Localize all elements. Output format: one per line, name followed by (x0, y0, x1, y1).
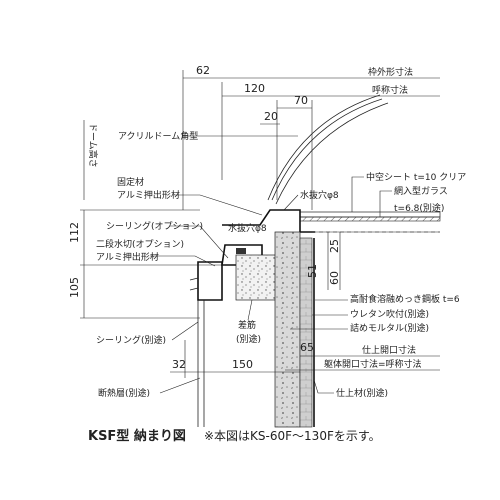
frame-outer-dimension-label: 枠外形寸法 (368, 66, 413, 78)
dim-70: 70 (294, 94, 308, 107)
callouts: アクリルドーム角型 固定材 アルミ押出形材 水抜穴φ8 シーリング(オプション)… (96, 130, 466, 346)
aluminium-extrusion-label-1: アルミ押出形材 (117, 189, 180, 201)
left-dimensions: 112 105 (68, 209, 225, 319)
hollow-sheet-label: 中空シート t=10 クリア (366, 171, 466, 183)
insulation-label: 断熱層(別途) (98, 387, 150, 399)
two-stage-drip-label: 二段水切(オプション) (96, 238, 184, 250)
sealing-option-label: シーリング(オプション) (106, 220, 203, 232)
nominal-dimension-label: 呼称寸法 (372, 84, 408, 96)
dim-150: 150 (232, 358, 253, 371)
dome-height-label: ドーム高さ (87, 123, 99, 168)
rebar-separate-label: (別途) (236, 333, 261, 345)
dim-120: 120 (244, 82, 265, 95)
acrylic-dome-label: アクリルドーム角型 (118, 130, 198, 142)
acrylic-dome (267, 94, 389, 205)
bottom-dimensions: 65 仕上開口寸法 躯体開口寸法=呼称寸法 32 150 断熱層(別途) 仕上材… (98, 340, 440, 399)
structural-opening-label: 躯体開口寸法=呼称寸法 (324, 358, 422, 370)
wired-glass-label: 網入型ガラス (394, 185, 448, 197)
dim-112: 112 (68, 222, 81, 243)
drain-hole-label-left: 水抜穴φ8 (228, 222, 267, 234)
wired-glass-thickness-label: t=6.8(別途) (394, 202, 444, 214)
dim-105: 105 (68, 277, 81, 298)
dim-62: 62 (196, 64, 210, 77)
dim-25: 25 (328, 239, 341, 253)
rebar-label: 差筋 (238, 319, 256, 331)
dim-60: 60 (328, 271, 341, 285)
finish-material-label: 仕上材(別途) (336, 387, 388, 399)
fixing-member-label: 固定材 (117, 176, 144, 188)
aluminium-extrusion-label-2: アルミ押出形材 (96, 251, 159, 263)
steel-plate-label: 高耐食溶融めっき鋼板 t=6 (350, 293, 460, 305)
top-dimensions: 62 枠外形寸法 120 呼称寸法 70 20 (182, 64, 440, 210)
caption-note: ※本図はKS-60F～130Fを示す。 (204, 429, 381, 443)
caption-title: KSF型 納まり図 (88, 428, 186, 444)
dim-32: 32 (172, 358, 186, 371)
dim-65: 65 (300, 341, 314, 354)
dim-51: 51 (306, 264, 319, 278)
caption: KSF型 納まり図 ※本図はKS-60F～130Fを示す。 (88, 428, 381, 444)
dim-20: 20 (264, 110, 278, 123)
mortar-label: 詰めモルタル(別途) (350, 322, 429, 334)
sealing-separate-label: シーリング(別途) (96, 334, 166, 346)
drain-hole-label-right: 水抜穴φ8 (300, 189, 339, 201)
dome-height-dimension: ドーム高さ (83, 120, 99, 200)
urethane-label: ウレタン吹付(別途) (350, 308, 429, 320)
right-small-dimensions: 25 51 60 (306, 232, 341, 290)
curb-structure (197, 231, 440, 428)
finish-opening-label: 仕上開口寸法 (362, 344, 416, 356)
